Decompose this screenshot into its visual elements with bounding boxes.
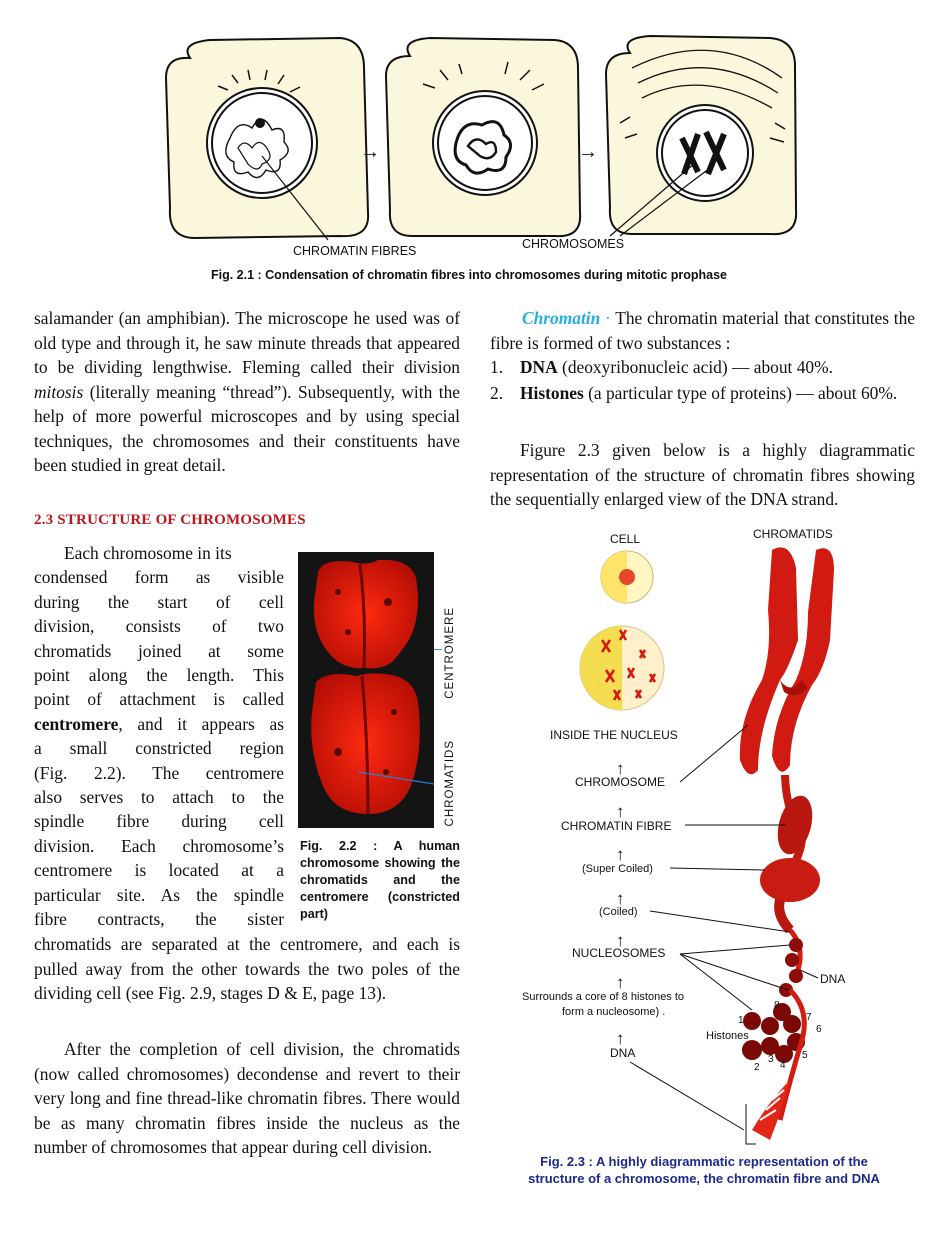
coiled-label: (Coiled) bbox=[599, 906, 638, 918]
wrap-line-8: centromere, and it appears as bbox=[34, 713, 284, 734]
svg-text:→: → bbox=[360, 141, 380, 163]
mitosis-term: mitosis bbox=[34, 381, 84, 402]
wrap-line-3: during the start of cell bbox=[34, 591, 284, 612]
paragraph-chromatids-separated: chromatids are separated at the centrome… bbox=[34, 934, 460, 1003]
chromosome-shape bbox=[739, 547, 834, 775]
nucleus-3 bbox=[656, 104, 754, 202]
para1-text: salamander (an amphibian). The microscop… bbox=[34, 308, 460, 377]
chromatids-top-label: CHROMATIDS bbox=[753, 527, 833, 541]
wrap-line-15: particular site. As the spindle bbox=[34, 884, 284, 905]
wrap-line-16: fibre contracts, the sister bbox=[34, 909, 284, 930]
figure-2-3-leaders bbox=[629, 724, 819, 1145]
arrow-7: ↑ bbox=[616, 1029, 625, 1048]
chromatin-fibre-label: CHROMATIN FIBRE bbox=[561, 819, 671, 833]
arrow-1: ↑ bbox=[616, 759, 625, 778]
histone-num-8: 8 bbox=[774, 1000, 780, 1011]
dna-bottom-label: DNA bbox=[610, 1046, 635, 1060]
chromatids-label: CHROMATIDS bbox=[444, 740, 456, 827]
histone-num-2: 2 bbox=[754, 1062, 760, 1073]
arrow-6: ↑ bbox=[616, 973, 625, 992]
arrow-3: ↑ bbox=[616, 845, 625, 864]
wrap-line-9: a small constricted region bbox=[34, 738, 284, 759]
arrow-5: ↑ bbox=[616, 931, 625, 950]
figure-2-1-illustration: → → CHROMATIN FIBRES CHROMOSOMES bbox=[164, 34, 798, 258]
composition-list: 1. DNA (deoxyribonucleic acid) — about 4… bbox=[490, 355, 915, 405]
figure-2-2-photo bbox=[298, 552, 434, 828]
wrap-line-11: also serves to attach to the bbox=[34, 787, 284, 808]
section-heading: 2.3 STRUCTURE OF CHROMOSOMES bbox=[34, 512, 306, 528]
centromere-pointer bbox=[434, 649, 442, 650]
histone-num-3: 3 bbox=[768, 1054, 774, 1065]
wrap-line-5: chromatids joined at some bbox=[34, 640, 284, 661]
histone-num-6: 6 bbox=[816, 1024, 822, 1035]
nucleus-icon bbox=[579, 625, 665, 711]
figure-2-3-caption: Fig. 2.3 : A highly diagrammatic represe… bbox=[490, 1153, 918, 1187]
paragraph-mitosis-history: salamander (an amphibian). The microscop… bbox=[34, 306, 460, 478]
paragraph-chromatin-intro: Chromatin · The chromatin material that … bbox=[490, 308, 915, 353]
figure-2-3-caption-line-2: structure of a chromosome, the chromatin… bbox=[528, 1171, 880, 1186]
wrap-line-13: division. Each chromosome’s bbox=[34, 835, 284, 856]
dna-right-label: DNA bbox=[820, 972, 845, 986]
histone-num-1: 1 bbox=[738, 1015, 744, 1026]
surrounds-line-2: form a nucleosome) . bbox=[562, 1006, 665, 1018]
paragraph-decondense: After the completion of cell division, t… bbox=[34, 1039, 460, 1157]
inside-nucleus-label: INSIDE THE NUCLEUS bbox=[550, 728, 678, 742]
wrap-line-6: point along the length. This bbox=[34, 665, 284, 686]
figure-2-3-caption-line-1: Fig. 2.3 : A highly diagrammatic represe… bbox=[540, 1154, 868, 1169]
wrap-line-1: Each chromosome in its bbox=[64, 543, 232, 563]
paragraph-figure-2-3-intro: Figure 2.3 given below is a highly diagr… bbox=[490, 440, 915, 509]
chromatin-fibre-coil bbox=[760, 774, 820, 997]
arrow-4: ↑ bbox=[616, 889, 625, 908]
svg-text:→: → bbox=[578, 141, 598, 163]
chromosome-label: CHROMOSOME bbox=[575, 775, 665, 789]
cell-label: CELL bbox=[610, 532, 640, 546]
histone-num-5: 5 bbox=[802, 1050, 808, 1061]
nucleosomes-label: NUCLEOSOMES bbox=[572, 946, 665, 960]
wrapped-paragraph: Each chromosome in its condensed form as… bbox=[34, 541, 284, 932]
wrap-line-14: centromere is located at a bbox=[34, 860, 284, 881]
figure-2-1-caption: Fig. 2.1 : Condensation of chromatin fib… bbox=[210, 268, 727, 282]
histone-num-7: 7 bbox=[806, 1012, 812, 1023]
wrap-line-4: division, consists of two bbox=[34, 616, 284, 637]
chromosomes-label: CHROMOSOMES bbox=[522, 237, 624, 251]
arrow-2: ↑ bbox=[616, 802, 625, 821]
wrap-line-10: (Fig. 2.2). The centromere bbox=[34, 762, 284, 783]
figure-2-2-labels: CENTROMERE CHROMATIDS bbox=[434, 552, 464, 828]
wrap-line-7: point of attachment is called bbox=[34, 689, 284, 710]
list-item-dna: 1. DNA (deoxyribonucleic acid) — about 4… bbox=[490, 357, 833, 377]
figure-2-2-caption: Fig. 2.2 : A human chromosome showing th… bbox=[300, 839, 460, 921]
para1-end-text: (literally meaning “thread”). Subsequent… bbox=[34, 381, 460, 476]
wrap-line-2: condensed form as visible bbox=[34, 567, 284, 588]
dna-helix bbox=[752, 1080, 790, 1140]
chromosome-photo bbox=[311, 559, 434, 815]
centromere-label: CENTROMERE bbox=[444, 607, 456, 699]
list-item-histones: 2. Histones (a particular type of protei… bbox=[490, 383, 898, 403]
figure-2-3-diagram: CELL CHROMATIDS INSIDE THE NUCLEUS ↑ ↑ ↑… bbox=[522, 527, 845, 1145]
surrounds-line-1: Surrounds a core of 8 histones to bbox=[522, 991, 684, 1003]
histone-num-4: 4 bbox=[780, 1060, 786, 1071]
super-coiled-label: (Super Coiled) bbox=[582, 863, 653, 875]
chromatin-term: Chromatin bbox=[522, 308, 601, 328]
chromatin-fibres-label: CHROMATIN FIBRES bbox=[293, 244, 416, 258]
histones-label: Histones bbox=[706, 1030, 749, 1042]
histone-cluster bbox=[742, 988, 807, 1121]
chromatin-intro-text: The chromatin material that constitutes … bbox=[490, 308, 915, 353]
cell-icon bbox=[600, 550, 654, 604]
wrap-line-12: spindle fibre during cell bbox=[34, 811, 284, 832]
